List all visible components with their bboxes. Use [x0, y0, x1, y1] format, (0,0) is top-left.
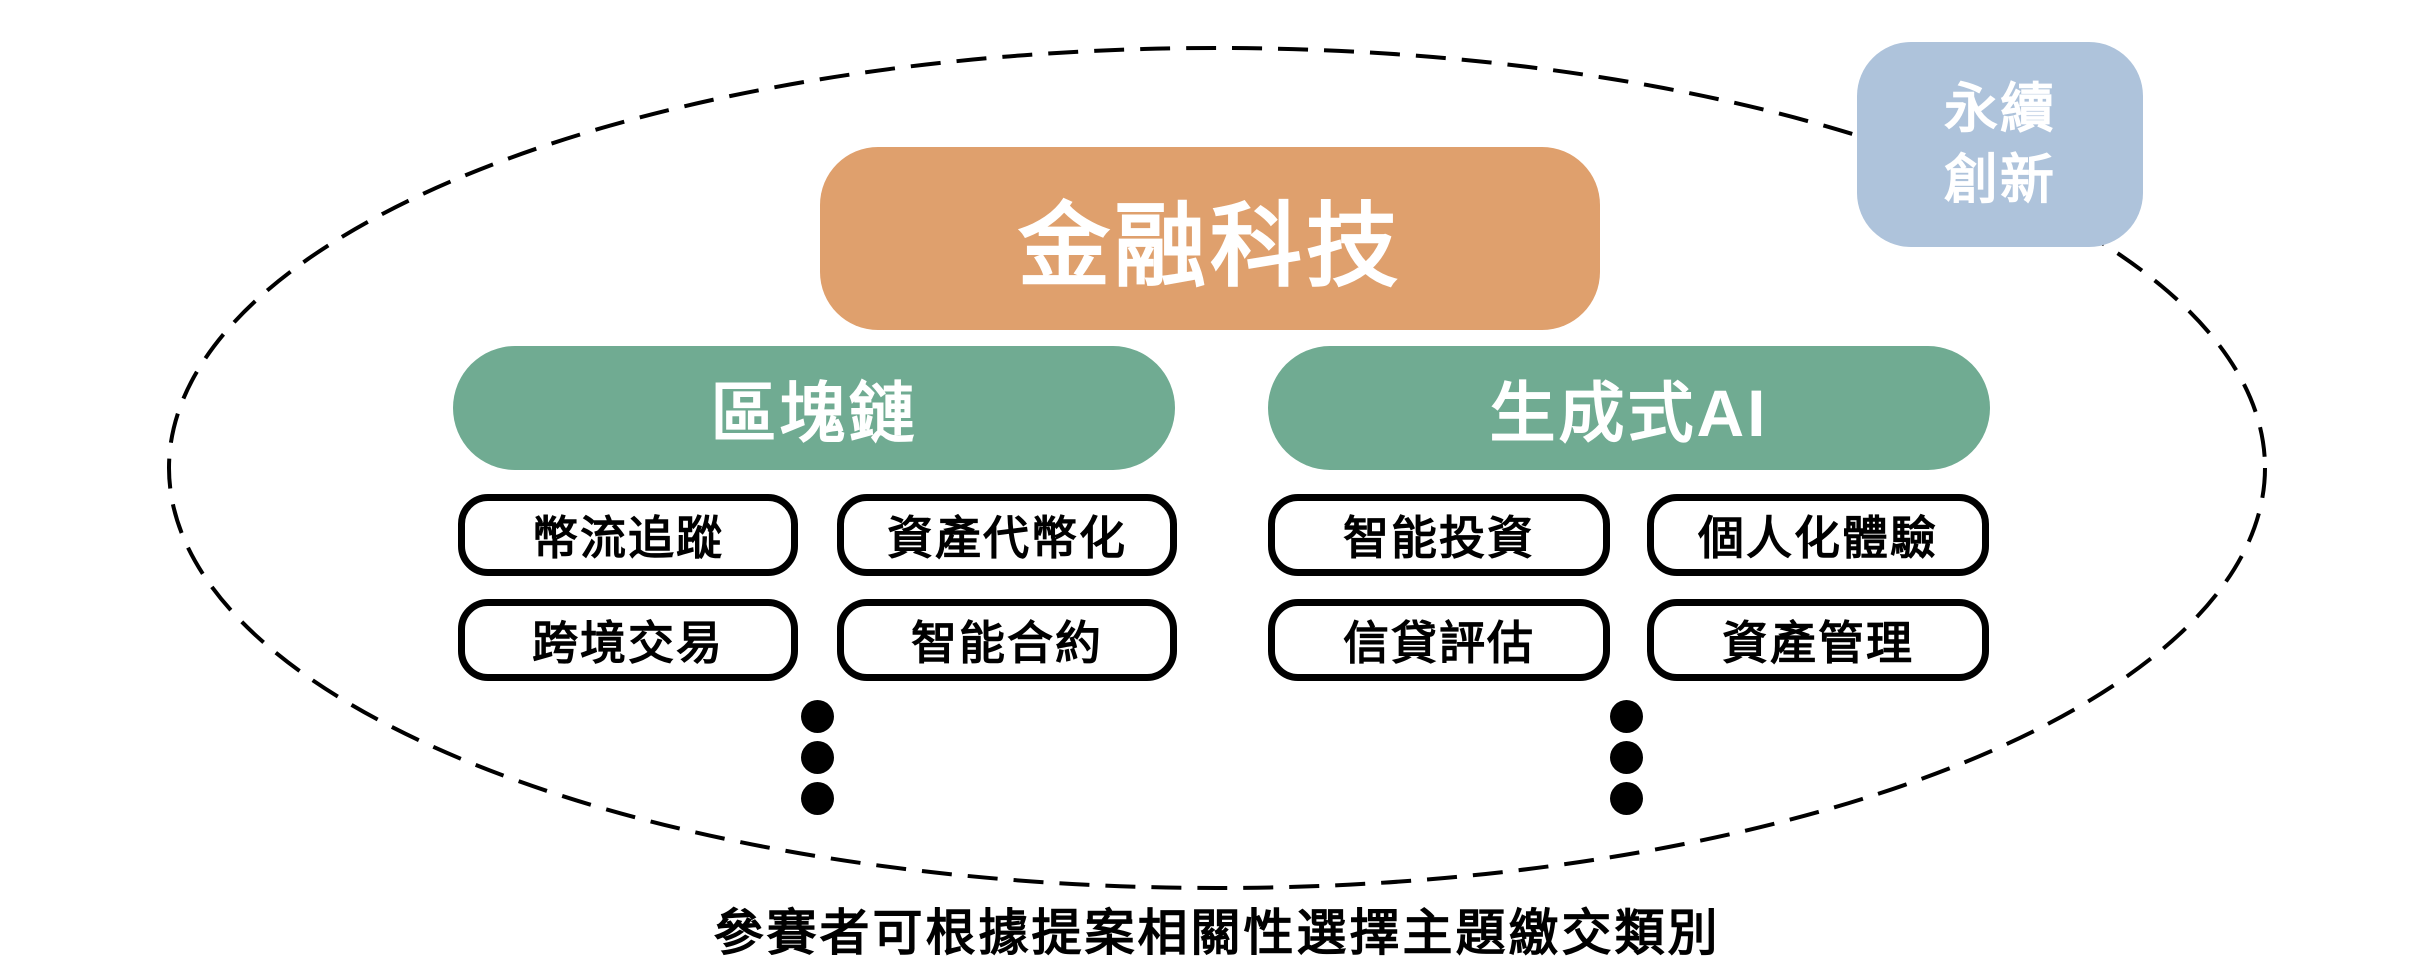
topic-pill-credit-evaluation: 信貸評估	[1268, 599, 1610, 681]
topic-pill-label: 個人化體驗	[1698, 512, 1938, 564]
vertical-ellipsis-icon	[801, 700, 834, 815]
topic-pill-label: 智能合約	[911, 617, 1103, 669]
topic-pill-personalized-experience: 個人化體驗	[1647, 494, 1989, 576]
topic-pill-coin-flow-tracking: 幣流追蹤	[458, 494, 798, 576]
root-node-fintech: 金融科技	[820, 147, 1600, 330]
root-node-label: 金融科技	[1017, 196, 1402, 298]
branch-node-label: 生成式AI	[1489, 376, 1769, 450]
topic-pill-smart-contracts: 智能合約	[837, 599, 1177, 681]
ellipsis-dot	[1610, 741, 1643, 774]
floating-badge-line2: 創新	[1944, 149, 2056, 210]
branch-node-label: 區塊鏈	[710, 376, 918, 450]
topic-pill-label: 幣流追蹤	[532, 512, 724, 564]
branch-node-blockchain: 區塊鏈	[453, 346, 1175, 470]
topic-pill-asset-tokenization: 資產代幣化	[837, 494, 1177, 576]
topic-pill-label: 資產管理	[1722, 617, 1914, 669]
ellipsis-dot	[801, 782, 834, 815]
topic-pill-label: 信貸評估	[1343, 617, 1535, 669]
topic-pill-label: 資產代幣化	[887, 512, 1127, 564]
ellipsis-dot	[801, 741, 834, 774]
branch-node-generative-ai: 生成式AI	[1268, 346, 1990, 470]
topic-pill-label: 跨境交易	[532, 617, 724, 669]
ellipsis-dot	[1610, 782, 1643, 815]
ellipsis-dot	[801, 700, 834, 733]
vertical-ellipsis-icon	[1610, 700, 1643, 815]
topic-pill-smart-investing: 智能投資	[1268, 494, 1610, 576]
ellipsis-dot	[1610, 700, 1643, 733]
topic-pill-asset-management: 資產管理	[1647, 599, 1989, 681]
floating-badge-sustainability: 永續 創新	[1857, 42, 2143, 247]
diagram-caption: 參賽者可根據提案相關性選擇主題繳交類別	[713, 905, 1721, 961]
topic-pill-cross-border-trading: 跨境交易	[458, 599, 798, 681]
topic-pill-label: 智能投資	[1343, 512, 1535, 564]
floating-badge-line1: 永續	[1944, 79, 2056, 140]
